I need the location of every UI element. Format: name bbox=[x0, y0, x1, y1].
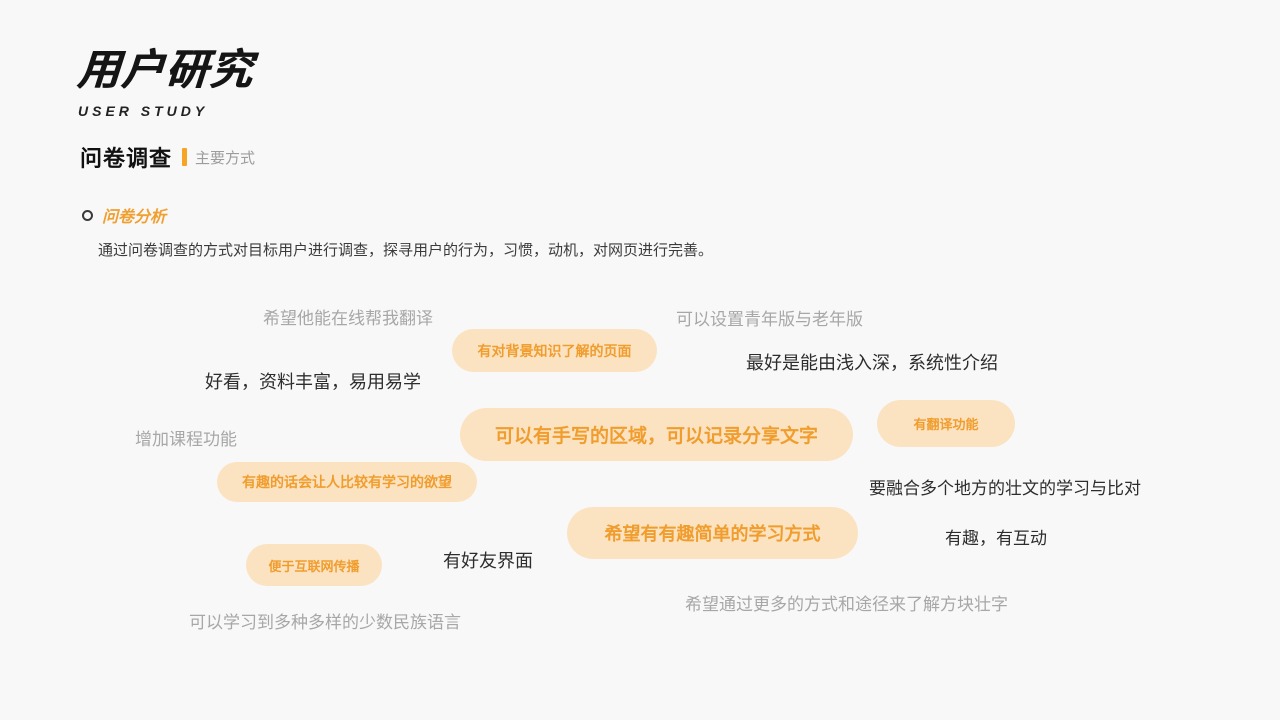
feedback-note: 可以学习到多种多样的少数民族语言 bbox=[189, 613, 461, 632]
feedback-note: 希望他能在线帮我翻译 bbox=[263, 309, 433, 328]
ring-bullet-icon bbox=[82, 209, 93, 221]
feedback-note: 好看，资料丰富，易用易学 bbox=[205, 372, 421, 392]
page-title: 用户研究 bbox=[76, 46, 256, 93]
accent-bar bbox=[182, 148, 188, 166]
feedback-note: 增加课程功能 bbox=[135, 430, 237, 449]
logo-block: 用户研究 USER STUDY bbox=[76, 36, 256, 119]
analysis-description: 通过问卷调查的方式对目标用户进行调查，探寻用户的行为，习惯，动机，对网页进行完善… bbox=[98, 242, 714, 259]
feedback-pill: 便于互联网传播 bbox=[246, 544, 382, 586]
page-subtitle: USER STUDY bbox=[78, 103, 209, 119]
feedback-note: 希望通过更多的方式和途径来了解方块壮字 bbox=[685, 595, 1008, 614]
feedback-pill: 有翻译功能 bbox=[877, 400, 1015, 447]
analysis-label: 问卷分析 bbox=[102, 209, 167, 226]
analysis-row: 问卷分析 bbox=[82, 203, 166, 227]
feedback-note: 有好友界面 bbox=[443, 551, 533, 571]
feedback-pill: 有对背景知识了解的页面 bbox=[452, 329, 657, 372]
section-header: 问卷调查 主要方式 bbox=[80, 141, 255, 173]
feedback-pill: 有趣的话会让人比较有学习的欲望 bbox=[217, 462, 477, 502]
feedback-note: 要融合多个地方的壮文的学习与比对 bbox=[869, 479, 1141, 498]
feedback-pill: 可以有手写的区域，可以记录分享文字 bbox=[460, 408, 853, 461]
feedback-note: 可以设置青年版与老年版 bbox=[676, 310, 863, 329]
section-tag: 主要方式 bbox=[195, 149, 256, 167]
section-title: 问卷调查 bbox=[80, 146, 173, 171]
feedback-pill: 希望有有趣简单的学习方式 bbox=[567, 507, 858, 559]
feedback-note: 有趣，有互动 bbox=[945, 529, 1047, 548]
feedback-note: 最好是能由浅入深，系统性介绍 bbox=[746, 353, 998, 373]
